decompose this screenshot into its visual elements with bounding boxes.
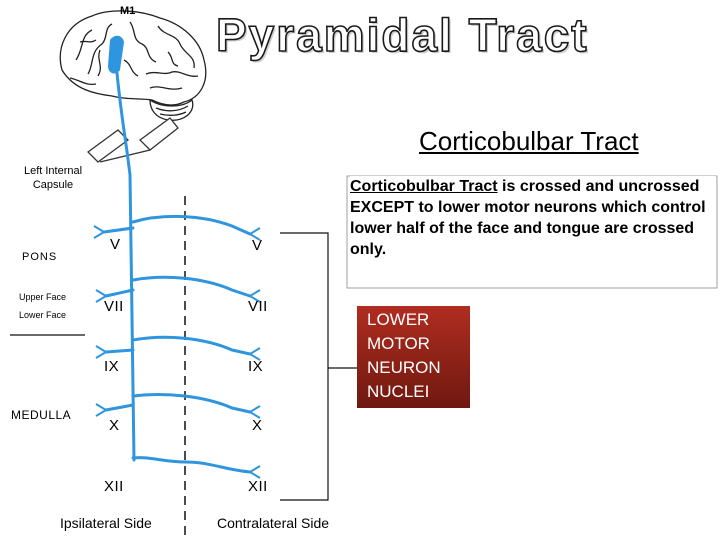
nucleus-vii-ipsi: VII [104,298,124,315]
nucleus-vii-contra: VII [248,298,268,315]
description-text: Corticobulbar Tract is crossed and uncro… [350,176,716,260]
m1-region [108,35,124,74]
nucleus-xii-ipsi: XII [104,478,124,495]
page-title: Pyramidal Tract [215,8,589,62]
description-tract-name: Corticobulbar Tract [350,178,498,195]
brain-illustration [59,10,207,121]
nucleus-ix-ipsi: IX [104,358,120,375]
lower-face-label: Lower Face [19,310,67,320]
nucleus-xii-contra: XII [248,478,268,495]
internal-capsule-illustration [87,117,179,163]
nucleus-x-ipsi: X [109,417,120,434]
m1-label: M1 [120,5,136,17]
tract-subtitle: Corticobulbar Tract [419,126,639,156]
upper-face-label: Upper Face [19,292,67,302]
medulla-label: MEDULLA [11,408,72,422]
nucleus-v-contra: V [252,237,263,254]
pons-label: PONS [22,251,58,263]
lower-motor-neuron-box: LOWER MOTOR NEURON NUCLEI [357,306,470,408]
internal-capsule-label: Left Internal Capsule [23,165,83,191]
description-line2: EXCEPT to lower motor neurons which cont… [350,199,706,258]
nucleus-v-ipsi: V [110,236,121,253]
nucleus-markers [93,225,261,479]
nuclei-bracket [280,232,329,501]
corticobulbar-tract [102,60,252,474]
contralateral-side-label: Contralateral Side [217,515,330,531]
description-line1: is crossed and uncrossed [497,178,700,195]
ipsilateral-side-label: Ipsilateral Side [60,515,152,531]
nucleus-ix-contra: IX [248,358,264,375]
nucleus-x-contra: X [252,417,263,434]
